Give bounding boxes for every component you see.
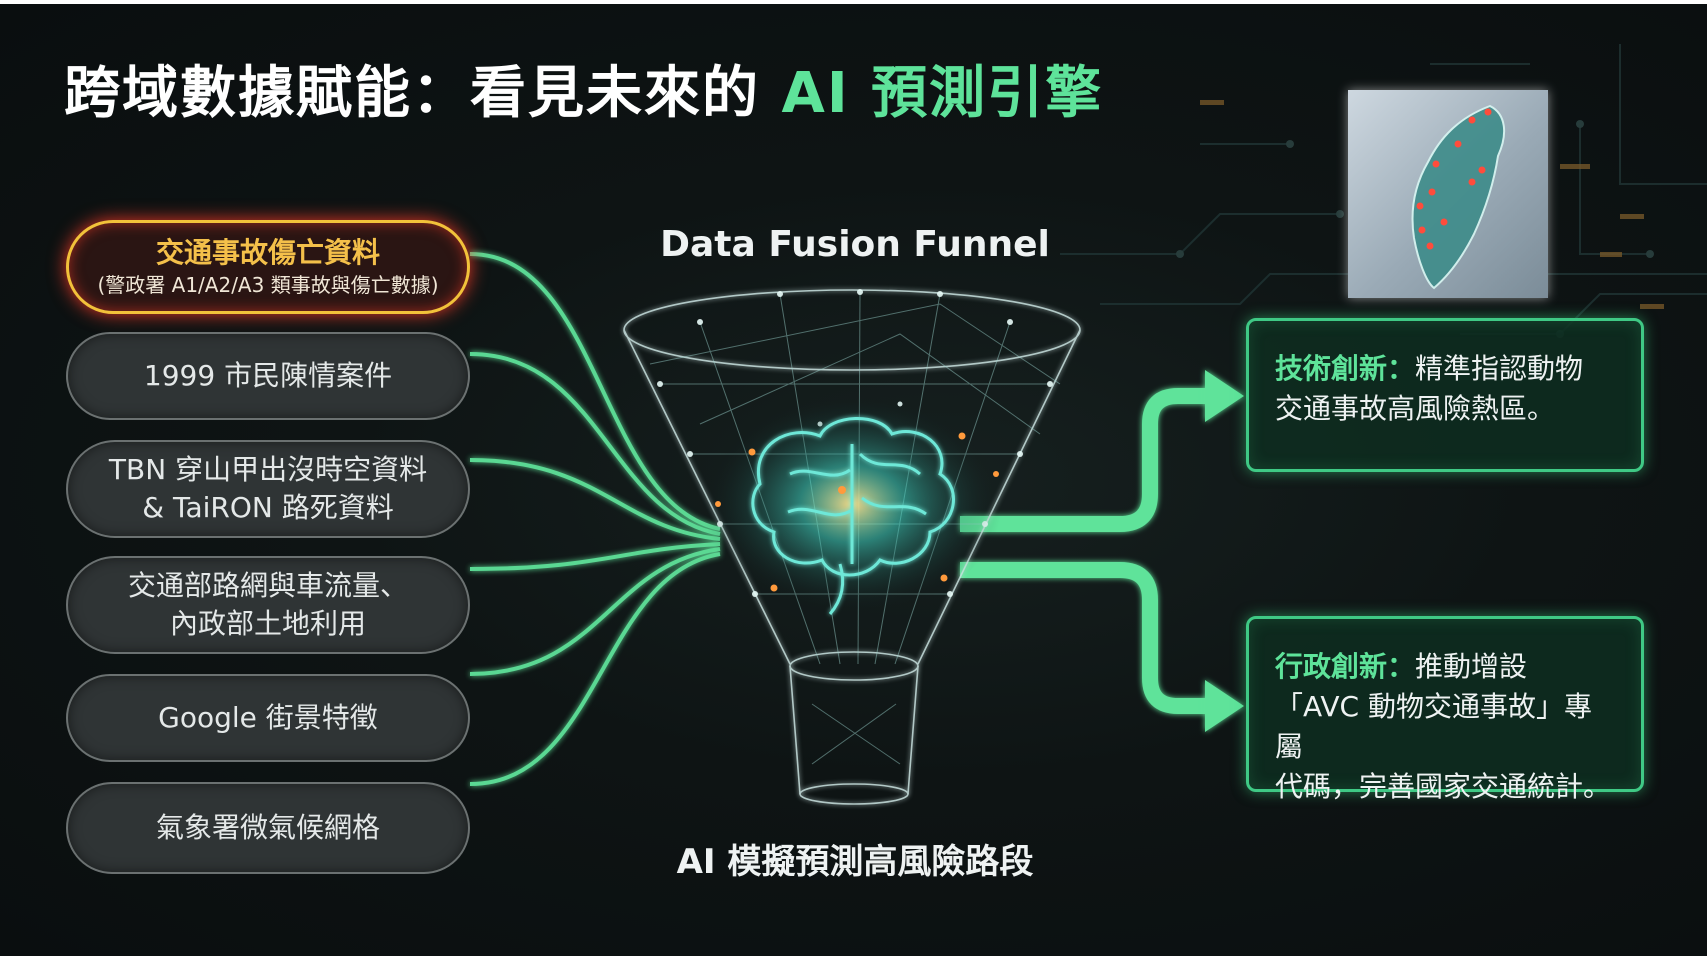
source-accident-subtitle: (警政署 A1/A2/A3 類事故與傷亡數據) <box>97 273 439 297</box>
output-tech-line-2: 交通事故高風險熱區。 <box>1275 392 1556 425</box>
slide: 跨域數據賦能：看見未來的 AI 預測引擎 <box>0 4 1707 956</box>
taiwan-map-icon <box>1348 90 1548 298</box>
page-title: 跨域數據賦能：看見未來的 AI 預測引擎 <box>64 54 1103 134</box>
output-box-admin: 行政創新：推動增設 「AVC 動物交通事故」專屬 代碼，完善國家交通統計。 <box>1246 616 1644 803</box>
hotspot-dots <box>1416 108 1492 250</box>
connector-lines <box>469 252 1244 786</box>
source-pill-google: Google 街景特徵 <box>66 674 470 762</box>
funnel-caption: AI 模擬預測高風險路段 <box>676 842 1034 882</box>
arrow-right-icon <box>960 388 1215 714</box>
page-title-accent: AI 預測引擎 <box>781 61 1104 126</box>
source-tbn-line-2: & TaiRON 路死資料 <box>142 491 394 524</box>
output-admin-line-3: 代碼，完善國家交通統計。 <box>1275 770 1612 803</box>
taiwan-map-graphic <box>1411 104 1506 290</box>
arrow-head-bottom <box>1205 680 1244 732</box>
source-weather-line: 氣象署微氣候網格 <box>155 811 380 844</box>
output-admin-line-2: 「AVC 動物交通事故」專屬 <box>1275 690 1592 763</box>
funnel-title: Data Fusion Funnel <box>660 224 1050 265</box>
source-traffic-line-2: 內政部土地利用 <box>169 607 366 640</box>
output-box-tech: 技術創新：精準指認動物 交通事故高風險熱區。 <box>1246 318 1644 472</box>
source-pill-traffic: 交通部路網與車流量、 內政部土地利用 <box>66 556 470 654</box>
source-accident-title: 交通事故傷亡資料 <box>155 236 380 269</box>
output-tech-text-1: 精準指認動物 <box>1415 352 1584 385</box>
source-pill-1999: 1999 市民陳情案件 <box>66 332 470 420</box>
funnel-graphic <box>623 289 1081 805</box>
arrow-head-top <box>1205 370 1244 422</box>
source-1999-line: 1999 市民陳情案件 <box>143 359 393 392</box>
source-google-line: Google 街景特徵 <box>158 701 378 734</box>
taiwan-island-shape <box>1411 104 1506 290</box>
output-admin-label: 行政創新： <box>1275 650 1416 683</box>
output-tech-label: 技術創新： <box>1275 352 1416 385</box>
source-pill-accident: 交通事故傷亡資料 (警政署 A1/A2/A3 類事故與傷亡數據) <box>66 220 470 314</box>
output-admin-text-1: 推動增設 <box>1415 650 1528 683</box>
source-traffic-line-1: 交通部路網與車流量、 <box>127 569 408 602</box>
source-pill-tbn: TBN 穿山甲出沒時空資料 & TaiRON 路死資料 <box>66 440 470 538</box>
page-title-main: 跨域數據賦能：看見未來的 <box>64 61 782 126</box>
source-tbn-line-1: TBN 穿山甲出沒時空資料 <box>108 453 428 486</box>
source-pill-weather: 氣象署微氣候網格 <box>66 782 470 874</box>
orange-nodes <box>715 432 999 592</box>
brain-icon <box>751 417 955 615</box>
output-tech-line-1: 技術創新：精準指認動物 <box>1275 349 1615 389</box>
output-admin-line-1: 行政創新：推動增設 <box>1275 647 1615 687</box>
